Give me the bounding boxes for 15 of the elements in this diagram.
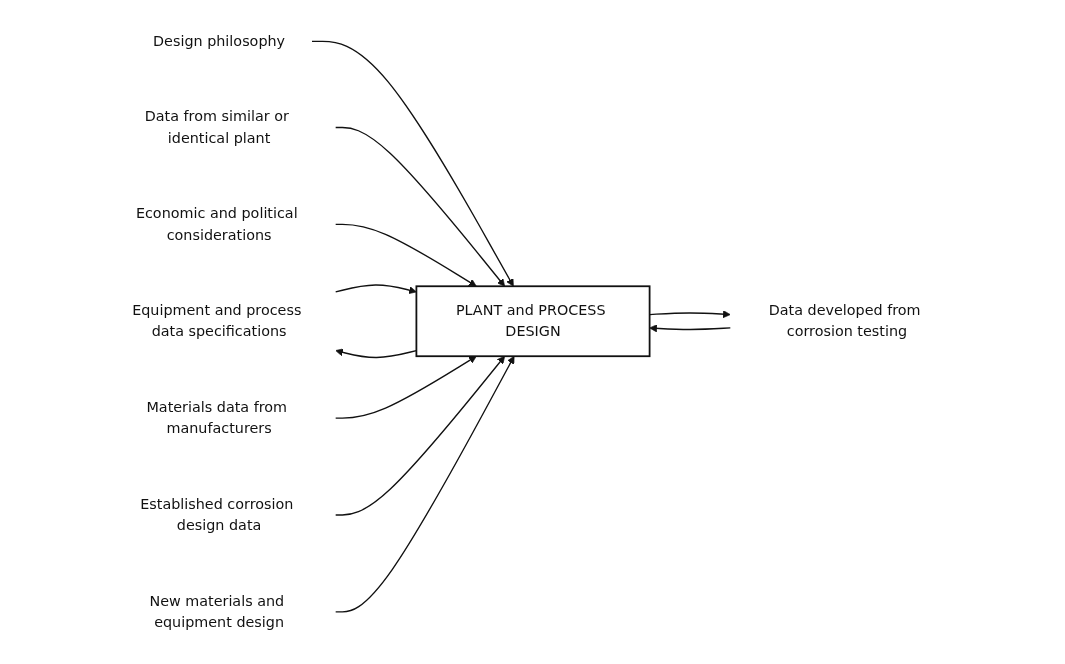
node-text: Design philosophy [152,32,285,50]
arrow [334,355,505,516]
node-box: PLANT and PROCESS DESIGN [415,285,650,358]
node-text: Equipment and process data specifications [131,301,301,341]
arrow [334,126,505,287]
arrow [334,355,514,613]
node-text: New materials and equipment design [148,592,284,631]
node-text: Materials data from manufacturers [145,398,287,437]
node-text: Data from similar or identical plant [144,107,289,147]
node-text: Established corrosion design data [139,495,293,534]
node-text: Economic and political considerations [135,204,298,244]
arrow [310,40,514,287]
arrow [334,223,477,287]
arrow [334,355,477,419]
node-text: Data developed from corrosion testing [768,301,921,341]
